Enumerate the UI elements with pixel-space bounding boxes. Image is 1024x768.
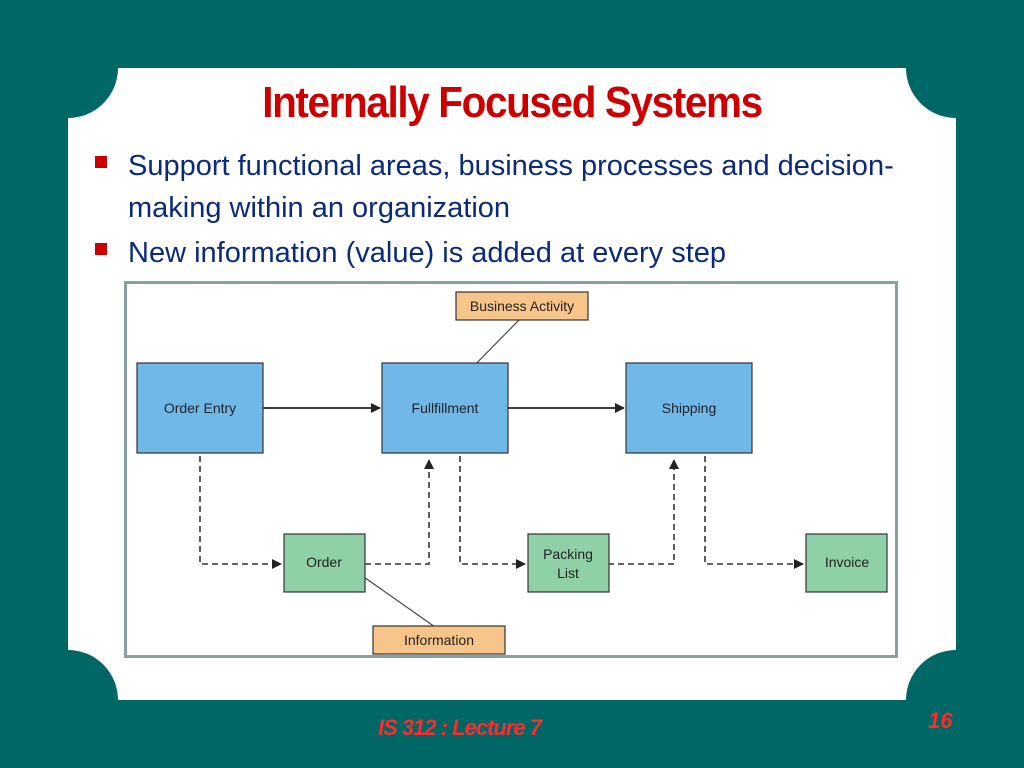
- corner-notch: [18, 18, 118, 118]
- activity-label: Fullfillment: [412, 400, 479, 416]
- activity-box-fulfillment: Fullfillment: [381, 362, 509, 454]
- info-box-invoice: Invoice: [805, 533, 888, 593]
- activity-box-order-entry: Order Entry: [136, 362, 264, 454]
- info-flow-arrow: [365, 459, 434, 565]
- info-label: List: [557, 565, 579, 581]
- bullet-text: Support functional areas, business proce…: [128, 150, 894, 224]
- slide-footer: IS 312 : Lecture 7: [378, 715, 542, 740]
- corner-notch: [906, 650, 1006, 750]
- activity-box-shipping: Shipping: [625, 362, 753, 454]
- callout-business-activity: Business Activity: [455, 291, 589, 321]
- info-box-packing-list: Packing List: [527, 533, 610, 593]
- callout-information: Information: [372, 625, 506, 655]
- info-flow-arrow: [459, 456, 526, 569]
- callout-leader: [360, 574, 436, 628]
- square-bullet-icon: [95, 243, 107, 255]
- info-flow-arrow: [704, 456, 804, 569]
- info-label: Packing: [543, 546, 593, 562]
- process-diagram-svg: Order Entry Fullfillment Shipping Order …: [136, 291, 888, 655]
- info-flow-arrow: [199, 456, 282, 569]
- callout-label: Information: [404, 632, 474, 648]
- bullet-item: Support functional areas, business proce…: [88, 145, 928, 229]
- info-label: Invoice: [825, 554, 870, 570]
- info-flow-arrow: [608, 459, 679, 565]
- corner-notch: [906, 18, 1006, 118]
- activity-label: Order Entry: [164, 400, 236, 416]
- info-label: Order: [306, 554, 342, 570]
- bullet-item: New information (value) is added at ever…: [88, 232, 928, 274]
- corner-notch: [18, 650, 118, 750]
- info-box-order: Order: [283, 533, 366, 593]
- slide-title: Internally Focused Systems: [262, 78, 763, 127]
- activity-label: Shipping: [662, 400, 717, 416]
- process-diagram: Order Entry Fullfillment Shipping Order …: [124, 281, 898, 658]
- callout-label: Business Activity: [470, 298, 574, 314]
- bullet-text: New information (value) is added at ever…: [128, 237, 727, 269]
- page-number: 16: [928, 708, 953, 733]
- bullet-list: Support functional areas, business proce…: [88, 145, 928, 277]
- square-bullet-icon: [95, 156, 107, 168]
